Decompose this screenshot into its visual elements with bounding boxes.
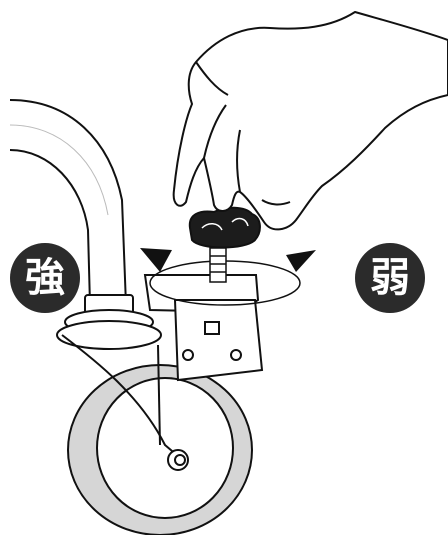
- weak-label: 弱: [370, 258, 410, 298]
- strong-label: 強: [25, 258, 65, 298]
- arrow-loosen-icon: [286, 250, 316, 272]
- weak-label-badge: 弱: [355, 243, 425, 313]
- strong-label-badge: 強: [10, 243, 80, 313]
- caster-wheel: [68, 365, 252, 535]
- hand-illustration: [174, 12, 448, 229]
- tube-collar: [57, 295, 161, 349]
- adjust-knob-icon: [190, 208, 260, 248]
